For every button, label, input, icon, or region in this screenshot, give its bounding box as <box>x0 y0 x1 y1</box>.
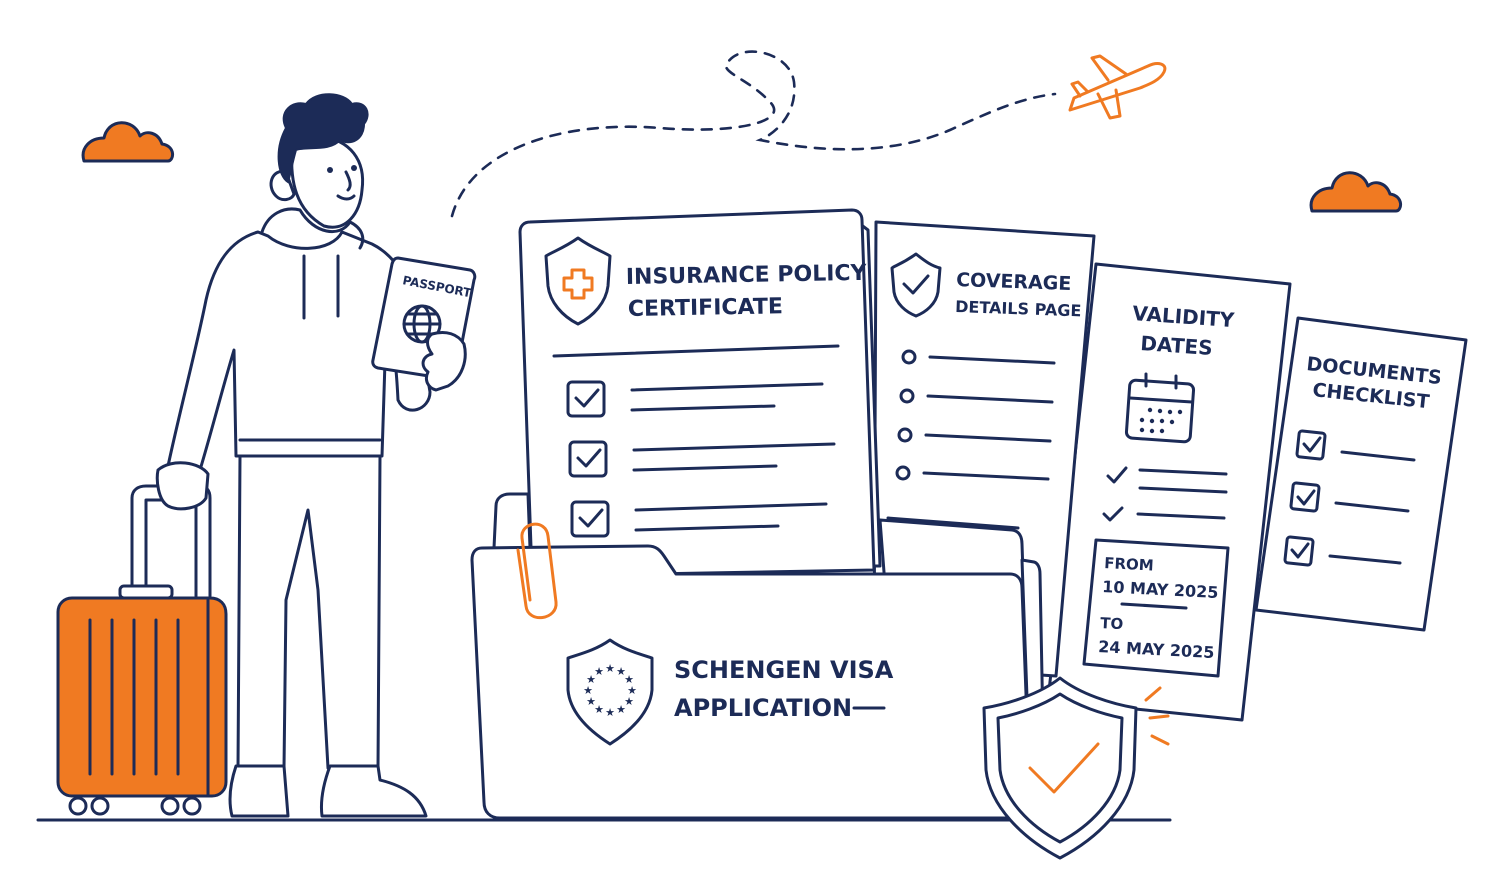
check-shield-icon <box>890 252 942 318</box>
svg-text:★: ★ <box>616 703 626 716</box>
medical-cross-shield-icon <box>544 236 612 326</box>
visa-folder: ★★★ ★★★ ★★★ ★★★ SCHENGEN VISA APPLICATIO… <box>470 522 1032 820</box>
insurance-checkbox-row <box>570 500 828 538</box>
svg-text:★: ★ <box>583 684 593 697</box>
checklist-row <box>1283 535 1402 567</box>
insurance-certificate-page: INSURANCE POLICY CERTIFICATE <box>518 208 882 578</box>
traveler-figure: PASSPORT <box>155 93 477 818</box>
svg-text:★: ★ <box>594 703 604 716</box>
coverage-row <box>895 465 1050 481</box>
svg-text:★: ★ <box>624 695 634 708</box>
svg-text:★: ★ <box>627 684 637 697</box>
validity-check-row <box>1106 466 1228 494</box>
svg-text:★: ★ <box>586 695 596 708</box>
validity-from-label: FROM <box>1104 554 1154 575</box>
svg-text:★: ★ <box>624 673 634 686</box>
checklist-row <box>1289 481 1410 513</box>
validity-to-label: TO <box>1100 614 1124 633</box>
folder-title-line1: SCHENGEN VISA <box>674 656 894 684</box>
insurance-title-line1: INSURANCE POLICY <box>626 261 868 290</box>
validity-check-row <box>1102 506 1226 522</box>
eu-stars-shield-icon: ★★★ ★★★ ★★★ ★★★ <box>566 638 654 746</box>
checklist-row <box>1295 429 1416 462</box>
svg-text:★: ★ <box>605 706 615 719</box>
insurance-checkbox-row <box>566 380 824 418</box>
svg-text:★: ★ <box>616 665 626 678</box>
suitcase-icon <box>56 484 228 816</box>
svg-text:★: ★ <box>605 662 615 675</box>
airplane-icon <box>1068 54 1167 120</box>
cloud-icon <box>81 121 174 163</box>
validity-title-line2: DATES <box>1140 331 1214 360</box>
cloud-icon <box>1309 171 1402 213</box>
folder-title-line2: APPLICATION <box>674 694 852 722</box>
validity-dates-page: VALIDITY DATES FROM 10 MAY 2025 <box>1046 262 1292 722</box>
insurance-title-line2: CERTIFICATE <box>628 294 783 322</box>
flight-path <box>450 50 1057 218</box>
coverage-title-line1: COVERAGE <box>956 269 1072 295</box>
coverage-row <box>901 349 1056 365</box>
calendar-icon <box>1124 372 1196 444</box>
verified-shield-icon <box>982 676 1170 860</box>
coverage-row <box>899 388 1054 404</box>
svg-text:★: ★ <box>594 665 604 678</box>
svg-text:★: ★ <box>586 673 596 686</box>
paperclip-icon <box>516 522 558 620</box>
documents-checklist-page: DOCUMENTS CHECKLIST <box>1254 316 1468 632</box>
insurance-checkbox-row <box>568 440 836 478</box>
coverage-row <box>897 427 1052 443</box>
coverage-title-line2: DETAILS PAGE <box>955 297 1082 320</box>
validity-date-box: FROM 10 MAY 2025 TO 24 MAY 2025 <box>1082 538 1230 678</box>
